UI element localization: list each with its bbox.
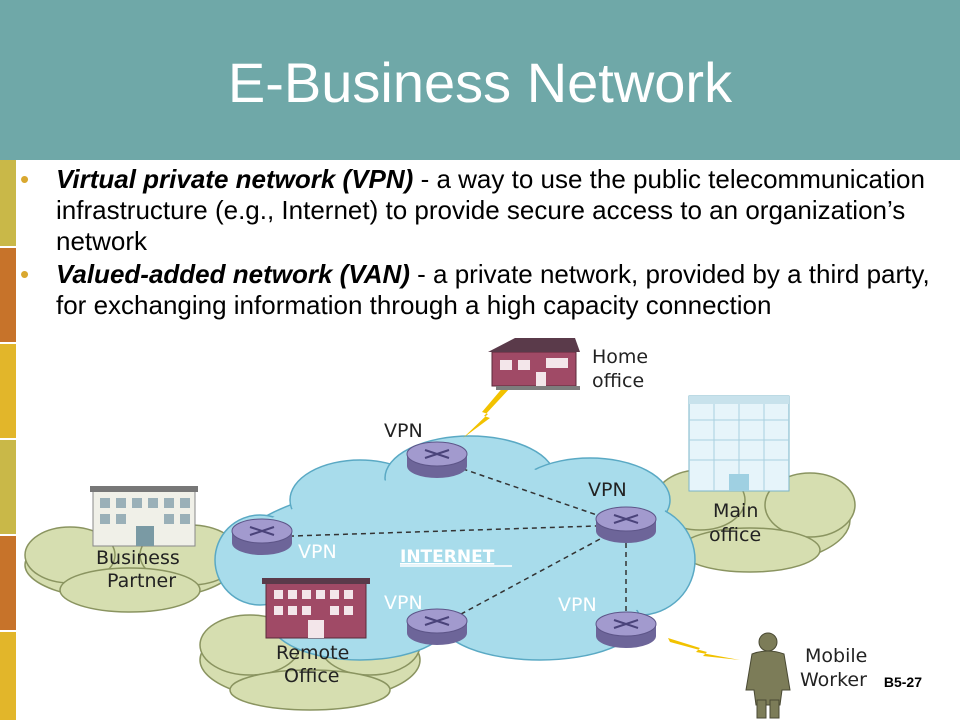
side-stripe-6 — [0, 632, 16, 720]
home-office-label: office — [592, 370, 644, 392]
slide-title: E-Business Network — [227, 51, 733, 114]
home-office-icon — [488, 338, 580, 390]
side-stripe-1 — [0, 160, 16, 246]
mobile-worker-label: Mobile — [805, 645, 867, 667]
bullet-dot-icon: • — [20, 259, 30, 289]
vpn-label: VPN — [384, 592, 423, 614]
vpn-label: VPN — [558, 594, 597, 616]
router-icon — [231, 518, 293, 555]
title-bar — [0, 0, 960, 160]
remote-office-label: Remote — [276, 642, 349, 664]
vpn-label: VPN — [588, 479, 627, 501]
vpn-label: VPN — [298, 541, 337, 563]
main-office-label: office — [709, 524, 761, 546]
business-partner-label: Partner — [107, 570, 176, 592]
remote-office-icon — [262, 578, 370, 639]
wireless-link-mobile-icon — [668, 638, 740, 660]
side-stripe-5 — [0, 536, 16, 630]
side-stripe-2 — [0, 248, 16, 342]
router-icon — [406, 608, 468, 645]
bullet-text: - a way to use the public telecommunicat… — [56, 164, 925, 256]
bullet-van: • Valued-added network (VAN) - a private… — [20, 259, 955, 321]
slide-number: B5-27 — [883, 674, 922, 690]
bullet-term: Valued-added network (VAN) — [56, 259, 410, 289]
mobile-worker-icon — [745, 632, 791, 719]
side-stripe-3 — [0, 344, 16, 438]
business-partner-cloud — [24, 524, 241, 613]
home-office-label: Home — [592, 346, 648, 368]
router-icon — [595, 506, 657, 543]
bullet-term: Virtual private network (VPN) — [56, 164, 414, 194]
bullet-dot-icon: • — [20, 164, 30, 194]
main-office-label: Main — [713, 500, 758, 522]
business-partner-icon — [90, 486, 198, 547]
business-partner-label: Business — [96, 547, 180, 569]
main-office-icon — [688, 395, 790, 492]
vpn-label: VPN — [384, 420, 423, 442]
side-stripe-4 — [0, 440, 16, 534]
wireless-link-home-icon — [463, 385, 510, 438]
router-icon — [595, 611, 657, 648]
bullet-list: • Virtual private network (VPN) - a way … — [20, 164, 955, 323]
router-icon — [406, 441, 468, 478]
remote-office-label: Office — [284, 665, 339, 687]
bullet-vpn: • Virtual private network (VPN) - a way … — [20, 164, 955, 257]
bullet-text: - a private network, provided by a third… — [56, 259, 930, 320]
mobile-worker-label: Worker — [800, 669, 867, 691]
internet-label: INTERNET — [400, 547, 495, 567]
vpn-tunnels — [261, 459, 627, 628]
